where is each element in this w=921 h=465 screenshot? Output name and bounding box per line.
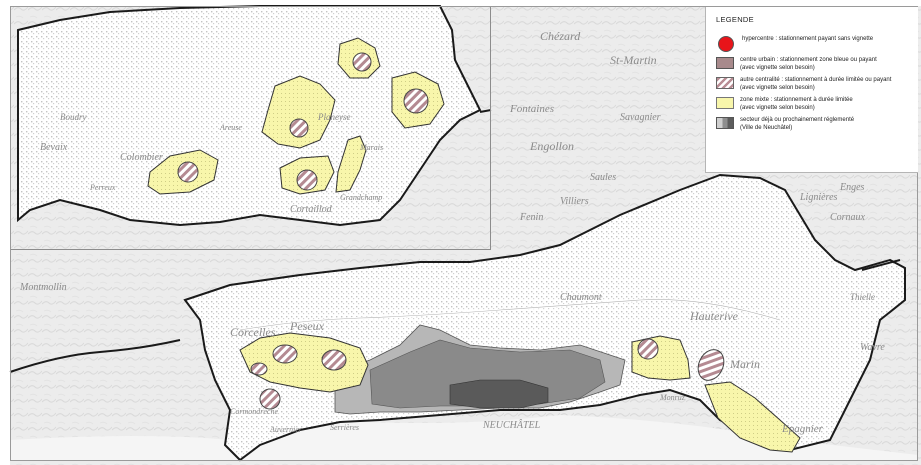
label-wavre: Wavre <box>860 342 885 353</box>
label-areuse: Areuse <box>219 123 242 132</box>
label-chezard: Chézard <box>540 29 581 43</box>
label-st-martin: St-Martin <box>610 53 657 67</box>
label-bevaix: Bevaix <box>40 142 68 153</box>
label-boudry: Boudry <box>60 112 87 122</box>
label-fontaines: Fontaines <box>509 103 554 115</box>
label-fenin: Fenin <box>519 212 543 223</box>
legend-centre-urbain-line1: centre urbain : stationnement zone bleue… <box>740 57 877 63</box>
label-serrieres: Serrières <box>330 423 359 432</box>
other-centrality-peseux <box>321 349 347 371</box>
inset-other-centrality-north <box>352 52 372 72</box>
page-margin-left <box>0 0 10 465</box>
label-monruz: Monruz <box>659 393 686 402</box>
legend-item-autre-centralite: autre centralité : stationnement à durée… <box>716 77 912 92</box>
main-road-edge <box>239 299 781 331</box>
label-saules: Saules <box>590 172 616 183</box>
label-perreux: Perreux <box>89 183 116 192</box>
hypercentre-swatch-icon <box>718 36 734 52</box>
label-peseux: Peseux <box>289 319 325 333</box>
legend-zone-mixte-line2: (avec vignette selon besoin) <box>740 104 815 111</box>
label-cornaux: Cornaux <box>830 212 866 223</box>
label-colombier: Colombier <box>120 152 163 163</box>
district-boundary-left <box>9 339 181 373</box>
label-grandchamp: Grandchamp <box>340 193 382 202</box>
district-boundary-right <box>861 259 901 271</box>
legend-item-hypercentre: hypercentre : stationnement payant sans … <box>716 36 912 52</box>
label-marais: Marais <box>359 143 383 152</box>
inset-other-centrality-south <box>296 169 318 191</box>
label-enges: Enges <box>839 182 865 193</box>
mixed-zone-peseux-corcelles <box>239 332 369 393</box>
legend-secteur-line2: (Ville de Neuchâtel) <box>740 124 793 131</box>
label-planeyse: Planeyse <box>317 112 350 122</box>
inset-other-centrality-east <box>403 88 429 114</box>
label-hauterive: Hauterive <box>689 309 739 323</box>
label-auvernier: Auvernier <box>269 425 303 434</box>
other-centrality-marin <box>697 349 725 381</box>
label-marin: Marin <box>729 357 760 371</box>
secteur-swatch-icon <box>716 117 734 129</box>
label-thielle: Thielle <box>850 292 875 302</box>
label-savagnier: Savagnier <box>620 112 661 123</box>
inset-mixed-zone-narrow <box>335 135 367 193</box>
legend-title: LEGENDE <box>716 15 754 24</box>
label-montmollin: Montmollin <box>19 282 67 293</box>
legend-hypercentre-line1: hypercentre : stationnement payant sans … <box>742 36 874 42</box>
legend-item-zone-mixte: zone mixte : stationnement à durée limit… <box>716 97 912 112</box>
inset-mixed-zone-centre <box>261 75 336 149</box>
legend-centre-urbain-line2: (avec vignette selon besoin) <box>740 64 815 71</box>
inset-other-centrality-centre <box>289 118 309 138</box>
other-centrality-corcelles <box>272 344 298 364</box>
label-cormondreche: Cormondrèche <box>230 407 278 416</box>
legend-secteur-line1: secteur déjà ou prochainement réglementé <box>740 117 855 123</box>
other-centrality-small <box>250 362 268 376</box>
autre-centralite-swatch-icon <box>716 77 734 89</box>
label-engollon: Engollon <box>529 139 574 153</box>
legend-autre-centralite-line1: autre centralité : stationnement à durée… <box>740 77 892 83</box>
page-margin-top <box>0 0 921 6</box>
inset-boundary-tail <box>479 109 492 113</box>
mixed-zone-marin <box>704 381 801 453</box>
other-centrality-hauterive <box>637 338 659 360</box>
label-lignieres: Lignières <box>799 192 838 203</box>
other-centrality-cormondreche <box>259 388 281 410</box>
legend-item-secteur: secteur déjà ou prochainement réglementé… <box>716 117 912 132</box>
centre-urbain-swatch-icon <box>716 57 734 69</box>
zone-mixte-swatch-icon <box>716 97 734 109</box>
legend-panel: LEGENDE hypercentre : stationnement paya… <box>705 7 918 173</box>
label-corcelles: Corcelles <box>230 325 276 339</box>
label-neuchatel: NEUCHÂTEL <box>482 419 541 431</box>
sector-regulated-dark <box>449 379 549 409</box>
label-chaumont: Chaumont <box>560 292 602 303</box>
legend-zone-mixte-line1: zone mixte : stationnement à durée limit… <box>740 97 853 103</box>
label-villiers: Villiers <box>560 196 589 207</box>
legend-item-centre-urbain: centre urbain : stationnement zone bleue… <box>716 57 912 72</box>
inset-other-centrality-west <box>177 161 199 183</box>
legend-autre-centralite-line2: (avec vignette selon besoin) <box>740 84 815 91</box>
label-cortaillod: Cortaillod <box>290 204 333 215</box>
label-epagnier: Epagnier <box>781 423 824 435</box>
